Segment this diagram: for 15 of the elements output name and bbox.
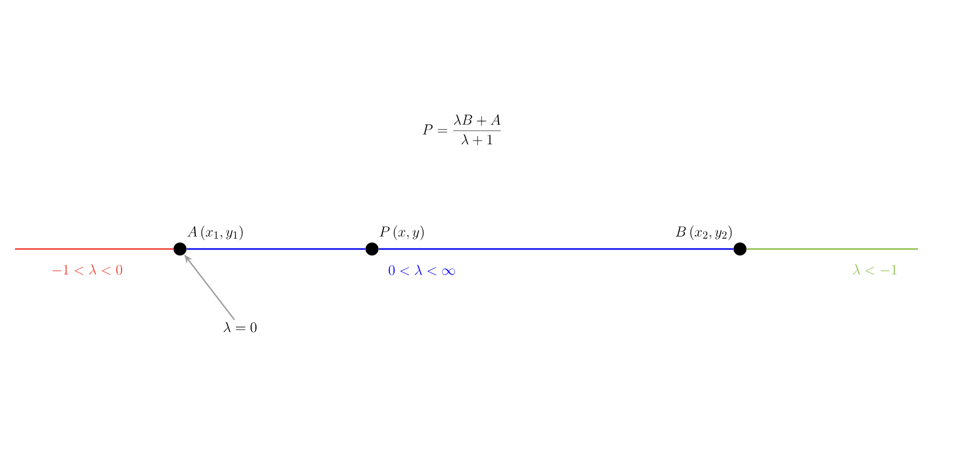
range-label: $-1<\lambda<0$ [50, 263, 124, 277]
range-label: $\lambda<-1$ [851, 263, 899, 277]
node-label: $P\left(x,y\right)$ [380, 226, 424, 240]
line-segment [378, 248, 734, 250]
value-label: $\lambda=0$ [224, 322, 256, 332]
range-label: $0<\lambda<\infty$ [387, 264, 457, 276]
labeled-point: $B\left(x_2,y_2\right)$ [676, 226, 746, 256]
node-label: $A\left(x_1,y_1\right)$ [187, 226, 243, 240]
node-label: $B\left(x_2,y_2\right)$ [676, 226, 732, 240]
line-segment [746, 248, 918, 250]
line-segment [186, 248, 366, 250]
labeled-point: $P\left(x,y\right)$ [366, 226, 424, 256]
labeled-point: $A\left(x_1,y_1\right)$ [174, 226, 243, 256]
formula: $P=\frac{\lambda B+A}{\lambda+1}$ [422, 114, 501, 146]
line-segment [15, 248, 174, 250]
